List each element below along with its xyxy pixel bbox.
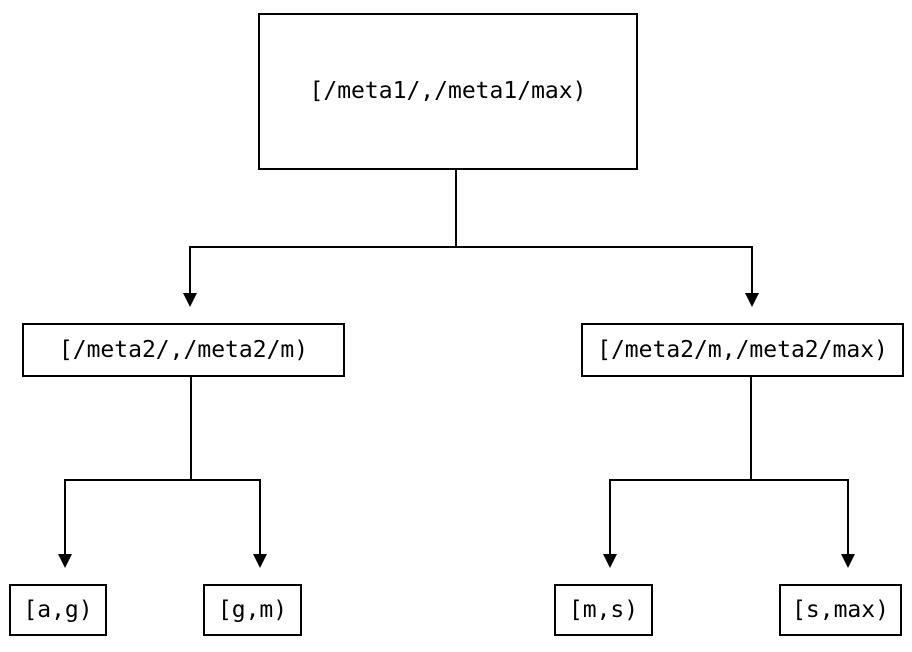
arrowhead-icon [183, 293, 197, 307]
node-leaf-g-m: [g,m) [203, 584, 302, 636]
arrowhead-icon [841, 554, 855, 568]
node-leaf-a-g: [a,g) [9, 584, 107, 636]
node-level2-left-interval: [/meta2/,/meta2/m) [22, 323, 345, 377]
arrowhead-icon [253, 554, 267, 568]
node-leaf-s-max: [s,max) [779, 584, 902, 636]
node-leaf-m-s: [m,s) [554, 584, 653, 636]
node-level2-right-interval: [/meta2/m,/meta2/max) [581, 323, 904, 377]
arrowhead-icon [58, 554, 72, 568]
arrowhead-icon [603, 554, 617, 568]
edge-left-to-leaves [58, 377, 267, 568]
edge-root-to-level2 [183, 170, 759, 307]
edge-right-to-leaves [603, 377, 855, 568]
arrowhead-icon [745, 293, 759, 307]
node-root-interval: [/meta1/,/meta1/max) [258, 13, 638, 170]
